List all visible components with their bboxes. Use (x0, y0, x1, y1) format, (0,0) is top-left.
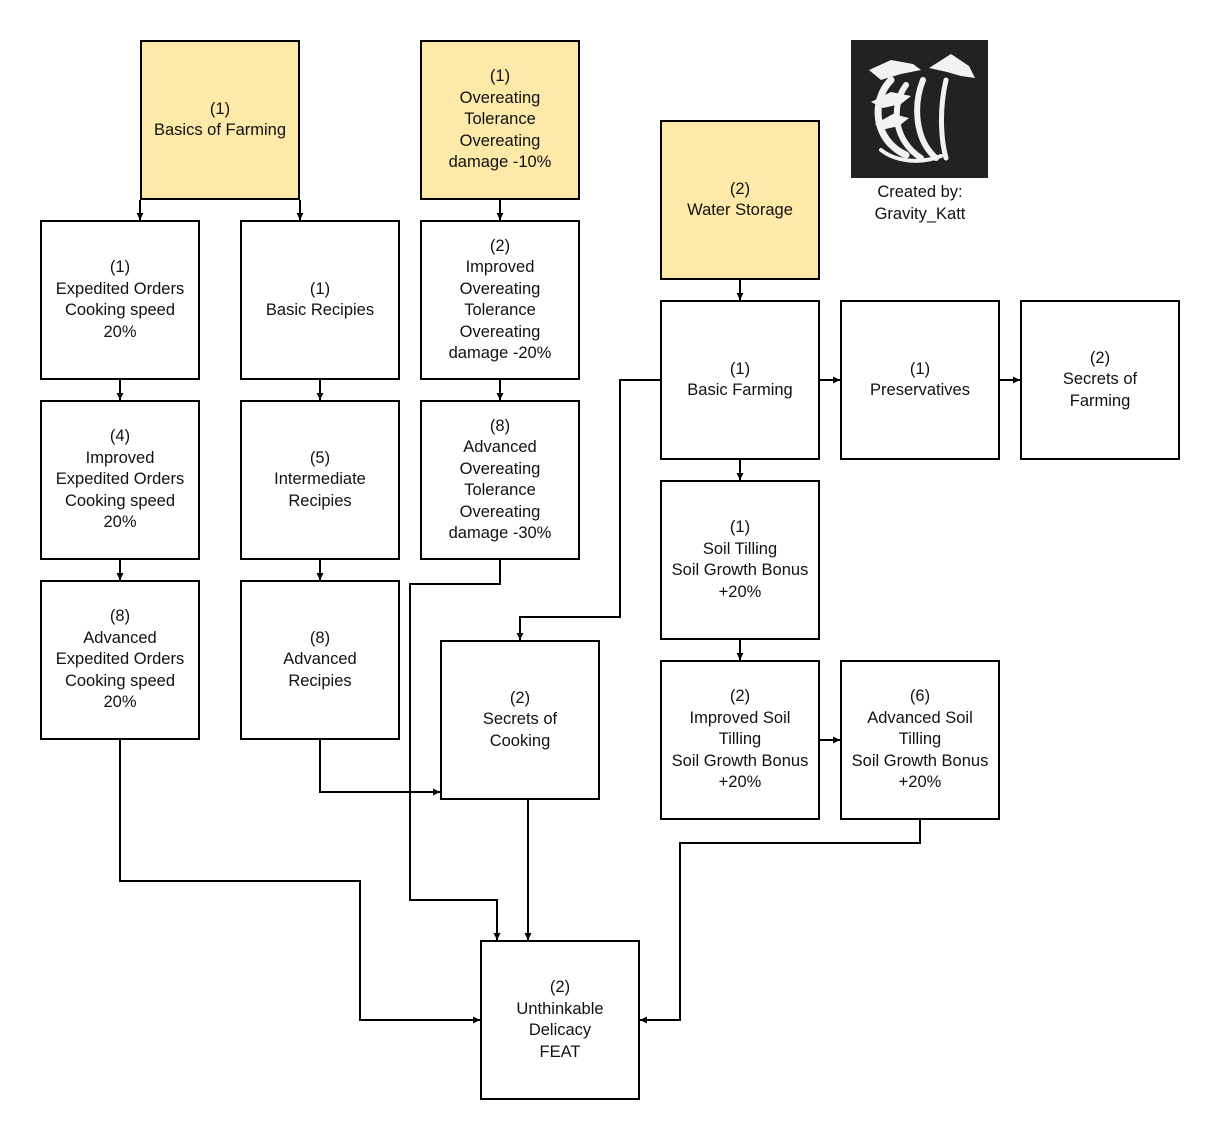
node-text: (1) Soil Tilling Soil Growth Bonus +20% (671, 518, 809, 601)
node-text: (8) Advanced Expedited Orders Cooking sp… (55, 607, 185, 712)
node-preservatives: (1) Preservatives (840, 300, 1000, 460)
node-text: (8) Advanced Recipies (283, 628, 357, 690)
node-basic-farming: (1) Basic Farming (660, 300, 820, 460)
node-basic-recipies: (1) Basic Recipies (240, 220, 400, 380)
credit-author: Gravity_Katt (874, 204, 966, 223)
connector-arrow-advanced-soil-tilling-to-unthinkable-delicacy (640, 820, 921, 1024)
node-text: (2) Improved Overeating Tolerance Overea… (448, 236, 552, 363)
node-improved-overeating-tolerance: (2) Improved Overeating Tolerance Overea… (420, 220, 580, 380)
node-text: (1) Basics of Farming (153, 99, 287, 140)
connector-arrow-advanced-expedited-orders-to-unthinkable-delicacy (119, 740, 480, 1024)
node-expedited-orders: (1) Expedited Orders Cooking speed 20% (40, 220, 200, 380)
node-overeating-tolerance: (1) Overeating Tolerance Overeating dama… (420, 40, 580, 200)
node-advanced-recipies: (8) Advanced Recipies (240, 580, 400, 740)
node-text: (1) Basic Farming (687, 359, 793, 400)
node-basics-of-farming: (1) Basics of Farming (140, 40, 300, 200)
node-improved-expedited-orders: (4) Improved Expedited Orders Cooking sp… (40, 400, 200, 560)
node-improved-soil-tilling: (2) Improved Soil Tilling Soil Growth Bo… (660, 660, 820, 820)
node-advanced-soil-tilling: (6) Advanced Soil Tilling Soil Growth Bo… (840, 660, 1000, 820)
node-text: (1) Basic Recipies (265, 279, 375, 320)
node-secrets-of-cooking: (2) Secrets of Cooking (440, 640, 600, 800)
node-text: (1) Preservatives (870, 359, 970, 400)
node-secrets-of-farming: (2) Secrets of Farming (1020, 300, 1180, 460)
node-text: (2) Secrets of Cooking (482, 688, 558, 750)
node-text: (4) Improved Expedited Orders Cooking sp… (55, 427, 185, 532)
node-text: (2) Water Storage (687, 179, 793, 220)
node-text: (5) Intermediate Recipies (274, 448, 366, 510)
node-advanced-expedited-orders: (8) Advanced Expedited Orders Cooking sp… (40, 580, 200, 740)
node-text: (2) Secrets of Farming (1062, 348, 1138, 410)
connector-arrow-advanced-overeating-tolerance-to-unthinkable-delicacy (409, 560, 501, 940)
node-water-storage: (2) Water Storage (660, 120, 820, 280)
node-text: (2) Unthinkable Delicacy FEAT (516, 978, 604, 1061)
node-text: (1) Overeating Tolerance Overeating dama… (448, 67, 552, 172)
node-text: (2) Improved Soil Tilling Soil Growth Bo… (671, 687, 809, 792)
dragon-logo-icon (851, 40, 988, 178)
node-unthinkable-delicacy: (2) Unthinkable Delicacy FEAT (480, 940, 640, 1100)
credit-text: Created by: Gravity_Katt (840, 182, 1000, 225)
node-intermediate-recipies: (5) Intermediate Recipies (240, 400, 400, 560)
node-advanced-overeating-tolerance: (8) Advanced Overeating Tolerance Overea… (420, 400, 580, 560)
node-text: (1) Expedited Orders Cooking speed 20% (55, 258, 185, 341)
connector-arrow-advanced-recipies-to-secrets-of-cooking (319, 740, 440, 796)
connector-arrow-basic-farming-to-secrets-of-cooking (516, 379, 660, 640)
node-soil-tilling: (1) Soil Tilling Soil Growth Bonus +20% (660, 480, 820, 640)
credit-line-1: Created by: (877, 183, 963, 201)
node-text: (8) Advanced Overeating Tolerance Overea… (448, 416, 552, 543)
node-text: (6) Advanced Soil Tilling Soil Growth Bo… (851, 687, 989, 792)
